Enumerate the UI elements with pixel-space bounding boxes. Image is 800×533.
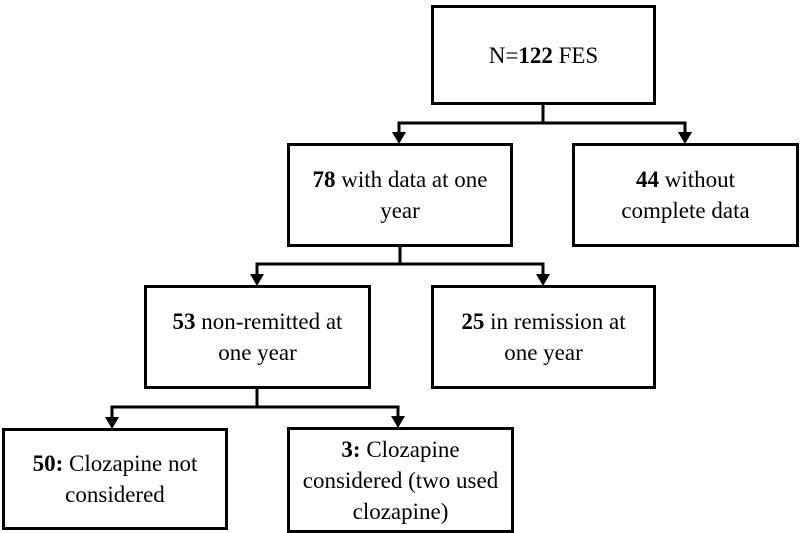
flow-box-clozapine-considered: 3: Clozapine considered (two used clozap… xyxy=(287,427,514,533)
arrow-down-icon xyxy=(678,132,692,144)
arrow-down-icon xyxy=(392,132,406,144)
count-value: 44 xyxy=(635,167,659,192)
count-value: 122 xyxy=(518,42,553,68)
flow-box-text: N=122 FES xyxy=(488,42,599,68)
flow-box-clozapine-not-considered: 50: Clozapine not considered xyxy=(2,428,228,530)
count-value: 53 xyxy=(172,309,196,334)
flow-box-non-remitted: 53 non-remitted at one year xyxy=(144,285,371,389)
flow-box-text: 50: Clozapine not considered xyxy=(32,451,198,507)
flow-box-remission: 25 in remission at one year xyxy=(431,285,656,389)
flow-box-text: 25 in remission at one year xyxy=(461,309,626,365)
flow-box-with-data: 78 with data at one year xyxy=(287,143,513,247)
connector-lines xyxy=(110,103,687,418)
arrow-down-icon xyxy=(250,274,264,286)
arrow-down-icon xyxy=(391,416,405,428)
flow-box-total: N=122 FES xyxy=(431,5,656,105)
flow-box-text: 3: Clozapine considered (two used clozap… xyxy=(302,436,499,524)
flow-box-text: 78 with data at one year xyxy=(312,167,488,223)
count-value: 25 xyxy=(461,309,485,334)
count-value: 78 xyxy=(312,167,336,192)
flow-box-text: 53 non-remitted at one year xyxy=(172,309,343,365)
arrow-down-icon xyxy=(105,417,119,429)
arrow-down-icon xyxy=(536,274,550,286)
flow-box-text: 44 without complete data xyxy=(621,167,750,223)
flow-box-without-data: 44 without complete data xyxy=(572,143,799,247)
connector-arrows xyxy=(105,132,692,429)
count-value: 3: xyxy=(341,436,361,462)
count-value: 50: xyxy=(32,451,64,476)
